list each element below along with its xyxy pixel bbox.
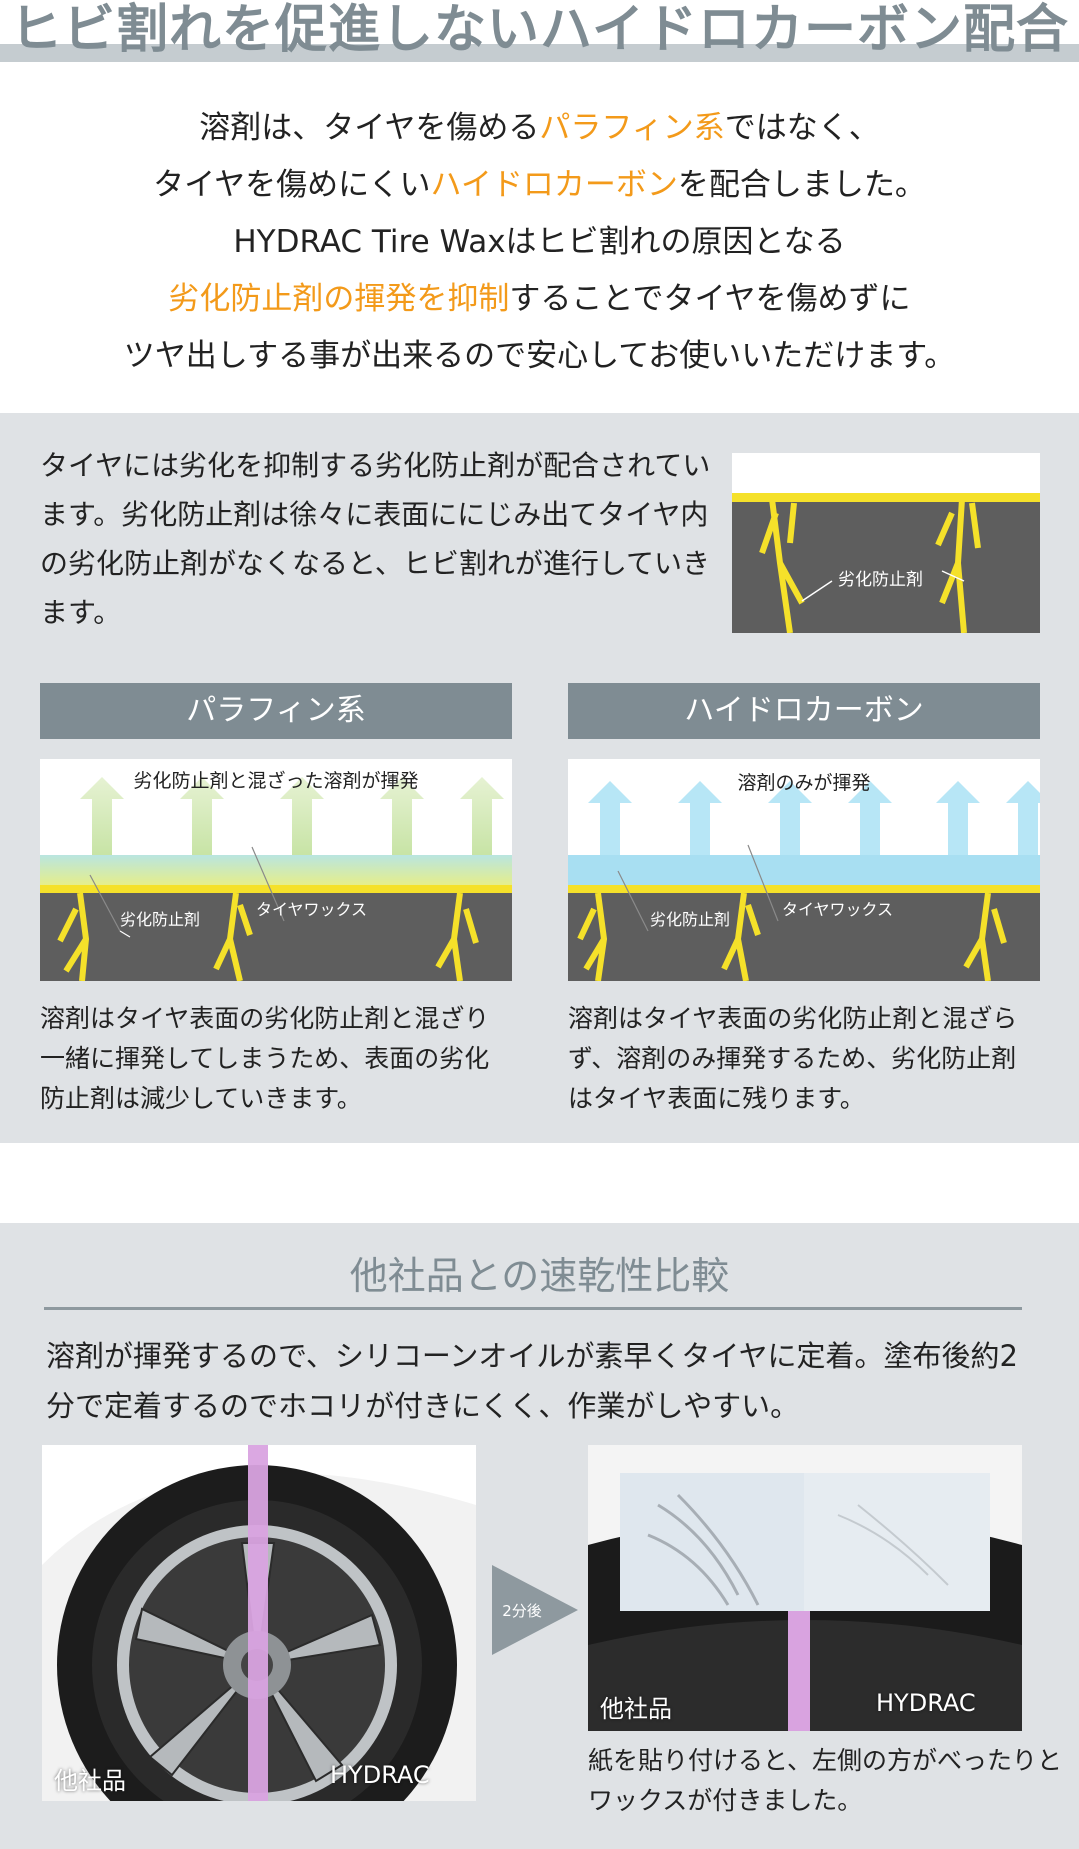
photo-caption: 紙を貼り付けると、左側の方がべったりとワックスが付きました。 [588,1746,1063,1815]
highlight-suppress: 劣化防止剤の揮発を抑制 [168,281,510,317]
explain-text: タイヤには劣化を抑制する劣化防止剤が配合されています。劣化防止剤は徐々に表面にに… [40,449,711,629]
hydrocarbon-wax-label: タイヤワックス [782,900,893,919]
paraffin-text: 溶剤はタイヤ表面の劣化防止剤と混ざり一緒に揮発してしまうため、表面の劣化防止剤は… [40,1004,490,1113]
photo1-right-label: HYDRAC [330,1761,430,1789]
paraffin-wax-label: タイヤワックス [256,900,367,919]
paraffin-agent-label: 劣化防止剤 [120,910,200,929]
comparison-title: 他社品との速乾性比較 [349,1254,730,1298]
crack-diagram: 劣化防止剤 [732,453,1040,633]
hydrocarbon-column: ハイドロカーボン 溶剤のみが揮発 劣化防止剤 タイヤワックス 溶剤はタイヤ [568,683,1040,1119]
hydrocarbon-agent-label: 劣化防止剤 [650,910,730,929]
intro-line-3: HYDRAC Tire Waxはヒビ割れの原因となる [233,224,846,260]
paraffin-heading: パラフィン系 [40,683,512,739]
arrow-label: 2分後 [502,1602,542,1620]
photo2-right-label: HYDRAC [876,1689,976,1717]
intro-line-4: 劣化防止剤の揮発を抑制することでタイヤを傷めずに [168,281,911,317]
paper-test-photo: 他社品 HYDRAC [588,1445,1022,1731]
page-title: ヒビ割れを促進しないハイドロカーボン配合 [10,0,1069,60]
paraffin-diagram: 劣化防止剤と混ざった溶剤が揮発 劣化防止剤 タイヤワックス [40,759,512,981]
hydrocarbon-text: 溶剤はタイヤ表面の劣化防止剤と混ざらず、溶剤のみ揮発するため、劣化防止剤はタイヤ… [568,1004,1018,1113]
intro-text: 溶剤は、タイヤを傷めるパラフィン系ではなく、 タイヤを傷めにくいハイドロカーボン… [0,100,1079,385]
hydrocarbon-diagram: 溶剤のみが揮発 劣化防止剤 タイヤワックス [568,759,1040,981]
photo2-left-label: 他社品 [600,1695,672,1723]
intro-line-1: 溶剤は、タイヤを傷めるパラフィン系ではなく、 [199,110,880,146]
highlight-paraffin: パラフィン系 [539,110,725,146]
highlight-hydrocarbon: ハイドロカーボン [430,167,678,203]
paraffin-top-label: 劣化防止剤と混ざった溶剤が揮発 [133,769,418,792]
agent-label: 劣化防止剤 [838,570,923,590]
arrow-right-icon: 2分後 [492,1565,578,1655]
hydrocarbon-top-label: 溶剤のみが揮発 [737,772,870,794]
intro-line-2: タイヤを傷めにくいハイドロカーボンを配合しました。 [153,167,926,203]
mechanism-section: タイヤには劣化を抑制する劣化防止剤が配合されています。劣化防止剤は徐々に表面にに… [0,413,1079,1143]
paraffin-column: パラフィン系 [40,683,512,1119]
hydrocarbon-heading: ハイドロカーボン [568,683,1040,739]
comparison-text: 溶剤が揮発するので、シリコーンオイルが素早くタイヤに定着。塗布後約2分で定着する… [46,1339,1018,1423]
header-underline-bar [0,44,1079,62]
tire-photo: 他社品 HYDRAC [42,1445,476,1801]
page-header: ヒビ割れを促進しないハイドロカーボン配合 [0,0,1079,70]
photo1-left-label: 他社品 [54,1767,126,1795]
intro-line-5: ツヤ出しする事が出来るので安心してお使いいただけます。 [123,338,956,374]
comparison-section: 他社品との速乾性比較 溶剤が揮発するので、シリコーンオイルが素早くタイヤに定着。… [0,1223,1079,1849]
comparison-divider [44,1307,1022,1310]
